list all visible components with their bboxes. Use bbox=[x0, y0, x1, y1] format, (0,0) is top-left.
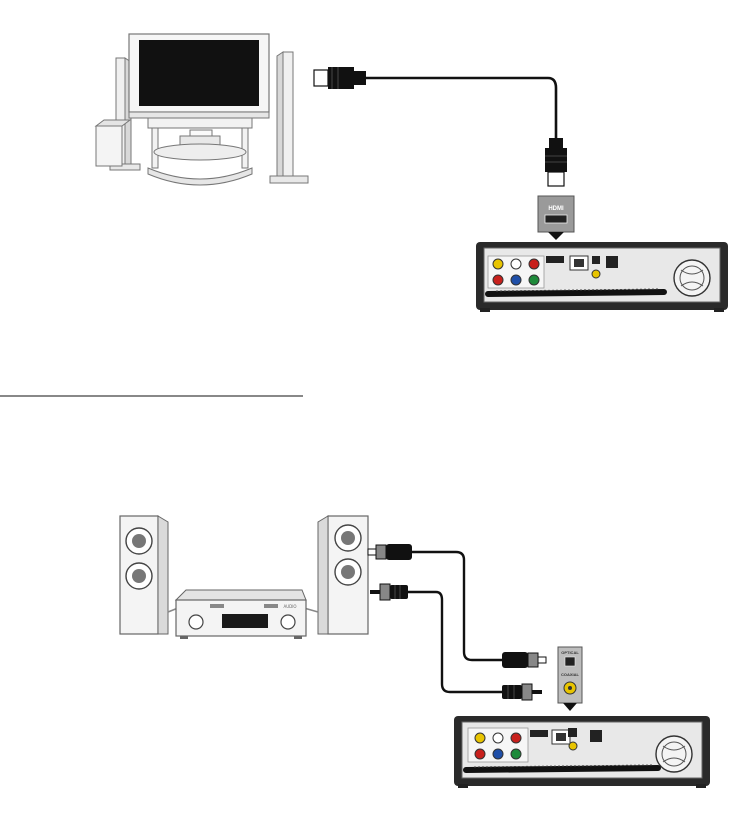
right-tower-speaker bbox=[283, 52, 293, 180]
hdmi-cable bbox=[314, 67, 567, 186]
amplifier-badge: AUDIO bbox=[283, 604, 296, 609]
hdmi-port-label: HDMI bbox=[548, 206, 564, 212]
audio-port-callout: OPTICAL COAXIAL bbox=[558, 647, 582, 711]
hdmi-plug-left bbox=[314, 67, 366, 89]
tv-setup-illustration bbox=[96, 34, 308, 185]
coaxial-plug-left bbox=[370, 584, 408, 600]
optical-plug-left bbox=[368, 544, 412, 560]
hdmi-port-icon bbox=[545, 215, 567, 223]
stereo-amplifier: AUDIO bbox=[176, 590, 306, 639]
coaxial-cable bbox=[370, 584, 542, 700]
subwoofer bbox=[96, 126, 122, 166]
optical-port-label: OPTICAL bbox=[561, 650, 579, 655]
hdmi-port-callout: HDMI bbox=[538, 196, 574, 240]
coaxial-port-label: COAXIAL bbox=[561, 672, 580, 677]
audio-system-illustration: AUDIO bbox=[120, 516, 368, 639]
tv-stand bbox=[148, 118, 252, 185]
right-bookshelf-speaker bbox=[318, 516, 368, 634]
media-player-top bbox=[476, 242, 728, 312]
optical-port-icon bbox=[565, 657, 575, 666]
television bbox=[129, 34, 269, 118]
hdmi-plug-bottom bbox=[545, 138, 567, 186]
coaxial-plug-right bbox=[502, 684, 542, 700]
tv-screen bbox=[139, 40, 259, 106]
optical-plug-right bbox=[502, 652, 546, 668]
left-bookshelf-speaker bbox=[120, 516, 168, 634]
optical-cable bbox=[368, 544, 546, 668]
media-player-bottom bbox=[454, 716, 710, 788]
amplifier-display bbox=[222, 614, 268, 628]
